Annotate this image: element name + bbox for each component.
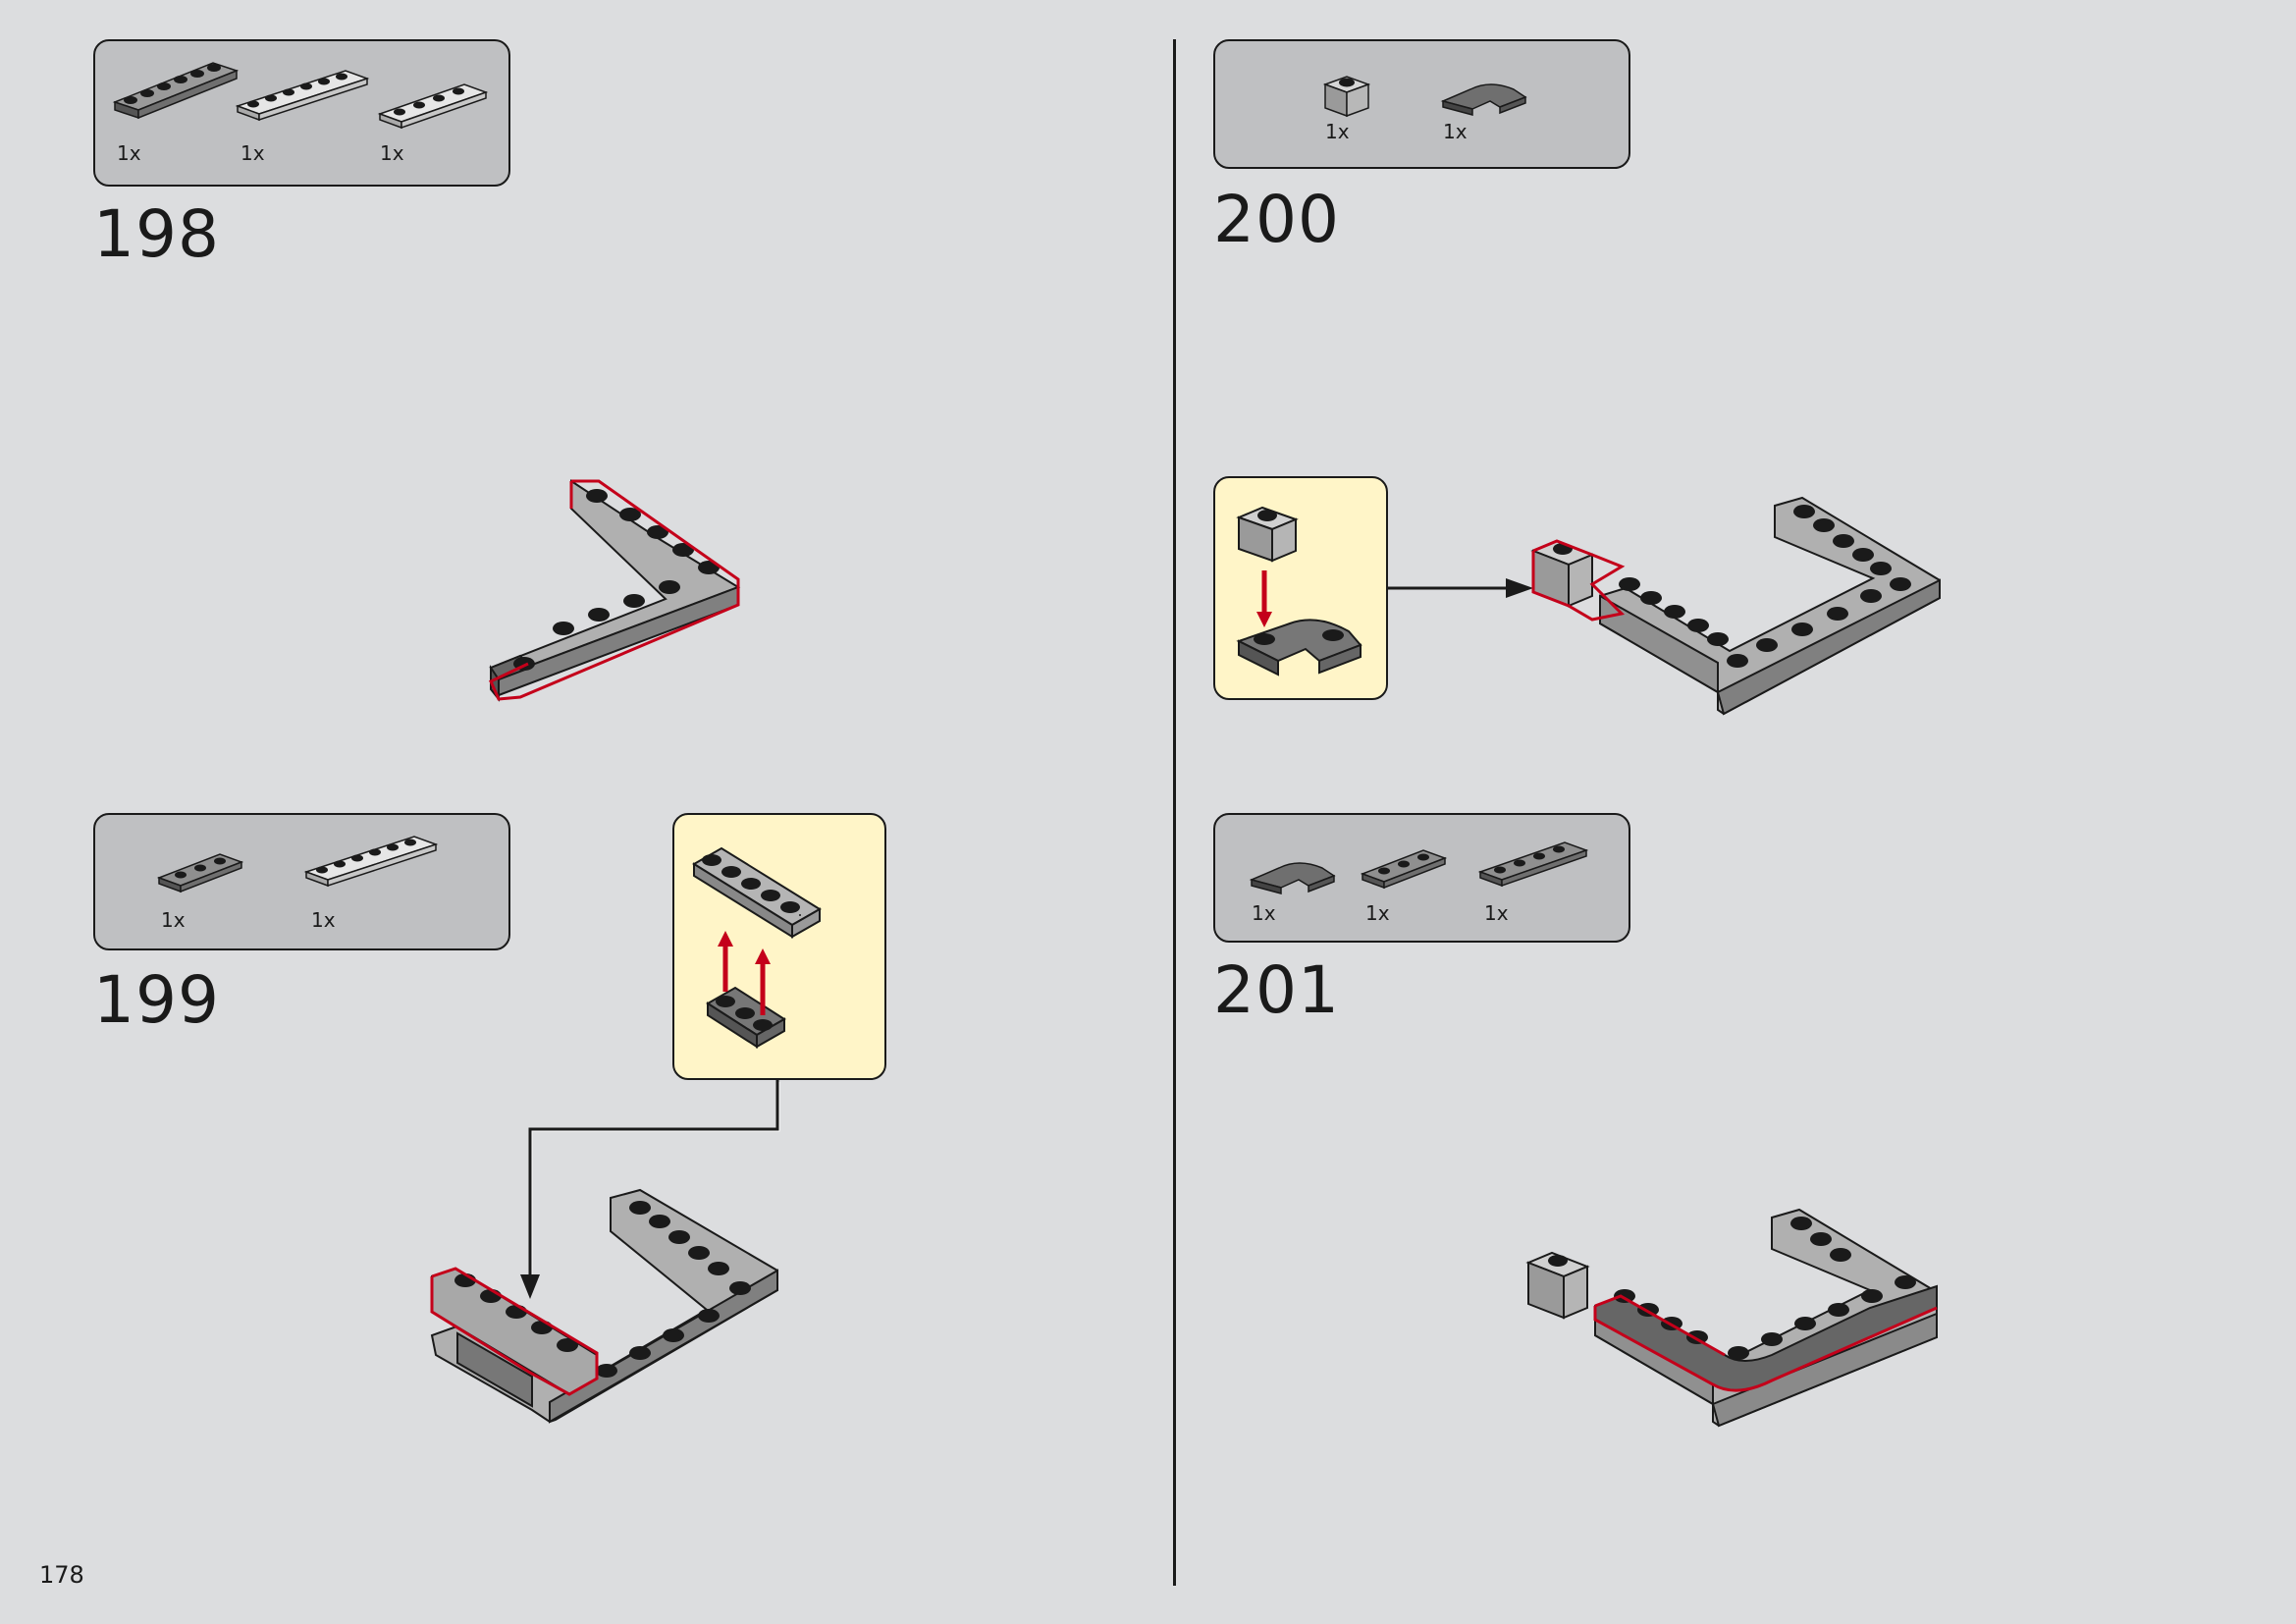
- plate-1x3-dark-icon: [156, 853, 244, 893]
- parts-box-step-201: 1x 1x 1x: [1213, 813, 1630, 943]
- plate-1x4-light-icon: [377, 83, 489, 130]
- step-201-assembly: [1525, 1208, 1938, 1428]
- step-number: 198: [93, 196, 220, 272]
- parts-box-step-198: 1x 1x 1x: [93, 39, 510, 187]
- plate-1x3-dark-icon: [1360, 849, 1448, 890]
- step-200-assembly: [1530, 496, 1941, 716]
- brick-1x1-icon: [1322, 76, 1371, 118]
- step-199-assembly: [430, 1188, 778, 1424]
- callout-step-199: [672, 813, 886, 1080]
- part-qty: 1x: [1252, 901, 1276, 925]
- part-qty: 1x: [380, 141, 404, 165]
- sub-assembly-diagram: [1236, 506, 1362, 677]
- callout-arrow: [520, 1080, 780, 1299]
- part-qty: 1x: [1325, 120, 1350, 143]
- part-qty: 1x: [1443, 120, 1468, 143]
- parts-box-step-200: 1x 1x: [1213, 39, 1630, 169]
- part-qty: 1x: [1484, 901, 1509, 925]
- plate-1x6-light-icon: [235, 70, 370, 122]
- plate-1x6-dark-icon: [112, 62, 240, 120]
- callout-arrow: [1388, 578, 1533, 598]
- page-number: 178: [39, 1561, 84, 1589]
- part-qty: 1x: [1365, 901, 1390, 925]
- step-198-assembly: [489, 479, 741, 702]
- part-qty: 1x: [240, 141, 265, 165]
- page-divider: [1173, 39, 1176, 1586]
- step-number: 199: [93, 962, 220, 1038]
- plate-1x6-light-icon: [303, 836, 439, 888]
- plate-1x4-dark-icon: [1477, 841, 1589, 888]
- part-qty: 1x: [117, 141, 141, 165]
- parts-box-step-199: 1x 1x: [93, 813, 510, 950]
- part-qty: 1x: [311, 908, 336, 932]
- callout-step-200: [1213, 476, 1388, 700]
- step-number: 201: [1213, 952, 1340, 1028]
- step-number: 200: [1213, 182, 1340, 257]
- sub-assembly-diagram: [692, 846, 822, 1049]
- part-qty: 1x: [161, 908, 186, 932]
- plate-round-corner-icon: [1440, 83, 1527, 116]
- plate-round-corner-icon: [1249, 862, 1336, 894]
